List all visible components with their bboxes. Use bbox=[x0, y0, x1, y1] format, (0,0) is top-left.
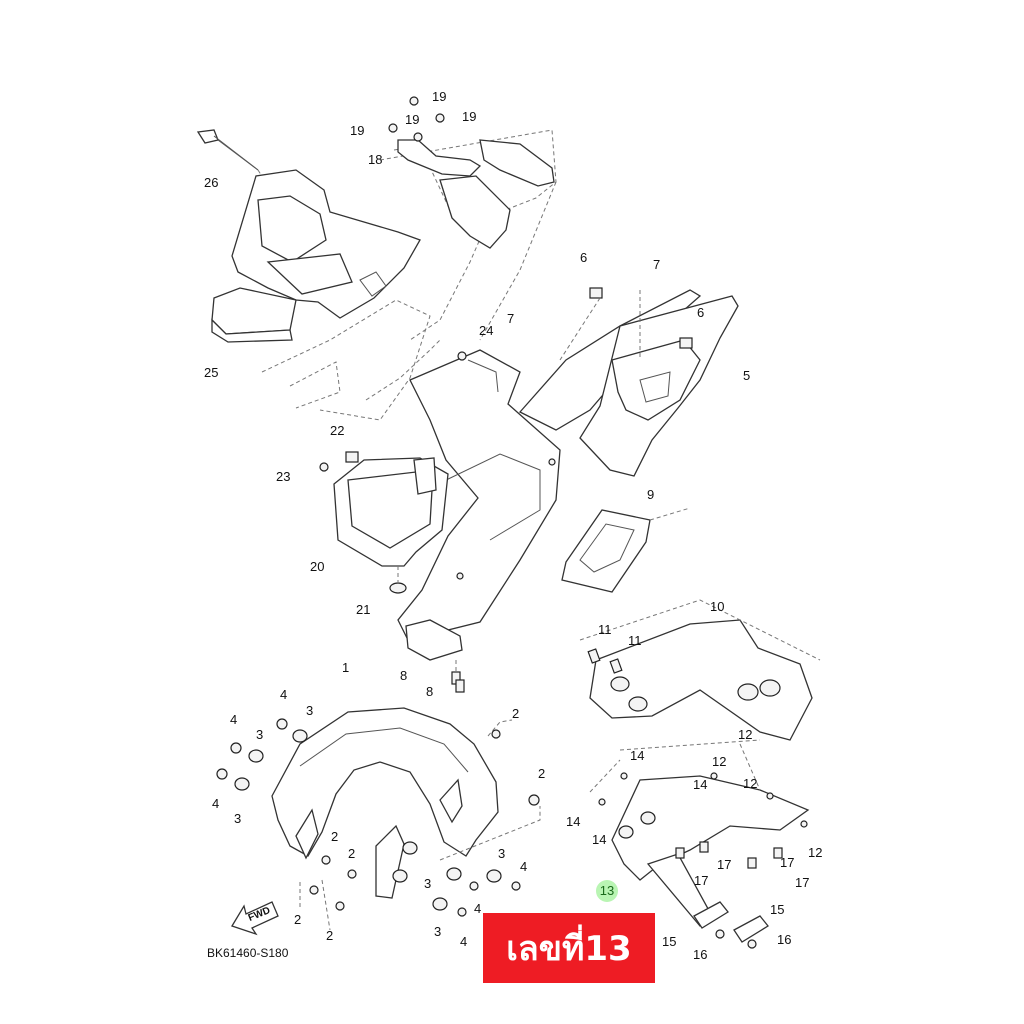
callout-label: 24 bbox=[479, 323, 494, 338]
callout-label: 17 bbox=[795, 875, 810, 890]
callout-label: 12 bbox=[743, 776, 758, 791]
callout-label: 8 bbox=[426, 684, 434, 699]
callout-label: 16 bbox=[693, 947, 708, 962]
callout-label: 2 bbox=[512, 706, 520, 721]
callout-label: 23 bbox=[276, 469, 291, 484]
part-cover-plate bbox=[561, 507, 691, 593]
hardware-fender-fasteners bbox=[216, 718, 540, 917]
callout-label: 4 bbox=[460, 934, 468, 949]
hardware-clips bbox=[693, 901, 769, 949]
part-number-badge: เลขที่13 bbox=[483, 913, 655, 983]
callout-label: 3 bbox=[498, 846, 506, 861]
callout-label: 21 bbox=[356, 602, 371, 617]
callout-label: 3 bbox=[424, 876, 432, 891]
callout-label: 15 bbox=[662, 934, 677, 949]
callout-label: 15 bbox=[770, 902, 785, 917]
callout-label: 7 bbox=[507, 311, 515, 326]
part-13-license-bracket bbox=[589, 739, 810, 927]
callout-label: 12 bbox=[712, 754, 727, 769]
callout-label: 2 bbox=[348, 846, 356, 861]
part-front-fender bbox=[271, 707, 541, 931]
callout-label: 8 bbox=[400, 668, 408, 683]
callout-label: 17 bbox=[717, 857, 732, 872]
part-battery-box bbox=[319, 451, 449, 594]
callout-label: 18 bbox=[368, 152, 383, 167]
callout-label: 4 bbox=[212, 796, 220, 811]
callout-label: 17 bbox=[694, 873, 709, 888]
callout-label: 22 bbox=[330, 423, 345, 438]
callout-label: 19 bbox=[462, 109, 477, 124]
callout-label: 2 bbox=[538, 766, 546, 781]
callout-label: 2 bbox=[331, 829, 339, 844]
callout-label: 12 bbox=[738, 727, 753, 742]
callout-label: 26 bbox=[204, 175, 219, 190]
callout-label: 11 bbox=[598, 622, 612, 637]
diagram-code: BK61460-S180 bbox=[207, 946, 289, 960]
part-inner-fender bbox=[397, 349, 561, 661]
callout-label: 14 bbox=[566, 814, 581, 829]
callout-label: 5 bbox=[743, 368, 751, 383]
part-bracket bbox=[388, 96, 555, 249]
callout-label: 14 bbox=[592, 832, 607, 847]
callout-label: 16 bbox=[777, 932, 792, 947]
callout-label: 14 bbox=[693, 777, 708, 792]
callout-label: 17 bbox=[780, 855, 795, 870]
callout-label: 3 bbox=[306, 703, 314, 718]
part-rear-bracket bbox=[579, 599, 821, 741]
callout-label: 19 bbox=[432, 89, 447, 104]
hardware-screws-8 bbox=[451, 660, 465, 693]
callout-label: 2 bbox=[326, 928, 334, 943]
callout-label: 7 bbox=[653, 257, 661, 272]
callout-label: 2 bbox=[294, 912, 302, 927]
callout-label: 3 bbox=[256, 727, 264, 742]
callout-label: 4 bbox=[474, 901, 482, 916]
callout-label: 4 bbox=[520, 859, 528, 874]
callout-label: 19 bbox=[405, 112, 420, 127]
callout-label: 10 bbox=[710, 599, 725, 614]
fwd-arrow-icon bbox=[231, 901, 279, 936]
callout-13-highlighted: 13 bbox=[596, 880, 618, 902]
callout-label: 4 bbox=[230, 712, 238, 727]
callout-label: 6 bbox=[697, 305, 705, 320]
part-rear-cover-upper bbox=[211, 169, 421, 343]
callout-label: 4 bbox=[280, 687, 288, 702]
callout-label: 12 bbox=[808, 845, 823, 860]
callout-label: 9 bbox=[647, 487, 655, 502]
callout-label: 14 bbox=[630, 748, 645, 763]
callout-label: 25 bbox=[204, 365, 219, 380]
callout-label: 19 bbox=[350, 123, 365, 138]
callout-label: 3 bbox=[434, 924, 442, 939]
callout-label: 1 bbox=[342, 660, 350, 675]
part-tail-cover bbox=[518, 287, 739, 477]
callout-label: 11 bbox=[628, 633, 642, 648]
callout-label: 20 bbox=[310, 559, 325, 574]
callout-label: 6 bbox=[580, 250, 588, 265]
callout-label: 3 bbox=[234, 811, 242, 826]
